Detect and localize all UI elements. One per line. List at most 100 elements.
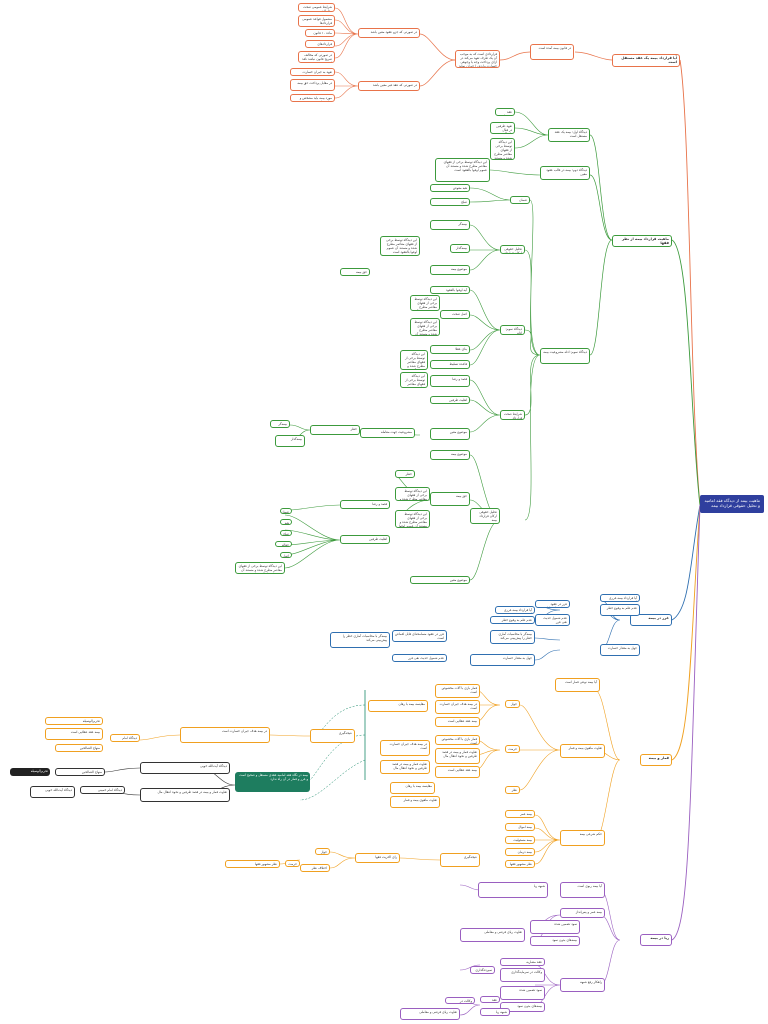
leaf[interactable]: اهلیت طرفین — [430, 396, 470, 404]
topic-usury[interactable]: ربا در بیمه — [640, 934, 672, 946]
leaf[interactable]: بیمه‌های بدون سود — [500, 1002, 545, 1012]
leaf[interactable]: در صورتی که مخالف صریح قانون نباشد نافذ … — [298, 51, 335, 63]
leaf[interactable]: خطر — [310, 425, 360, 435]
leaf[interactable]: در مقابل پرداخت حق بیمه — [290, 79, 335, 91]
node-i[interactable]: تحلیل حقوقی ارکان قرارداد بیمه — [470, 508, 500, 524]
leaf[interactable]: عدم علم به وقوع خطر — [600, 604, 640, 616]
leaf[interactable]: اهلیت طرفین — [340, 535, 390, 544]
leaf[interactable]: وکالت در سرمایه‌گذاری — [445, 997, 475, 1004]
leaf[interactable]: صلح — [430, 198, 470, 206]
node-p[interactable]: شبهه ربا — [478, 882, 548, 898]
leaf[interactable]: سود تضمین شده — [500, 986, 545, 1000]
leaf[interactable]: موضوع معین — [430, 428, 470, 440]
leaf[interactable]: در بیمه هدف جبران خسارت است — [435, 700, 480, 714]
node-k[interactable]: دیدگاه آیت‌الله خویی — [140, 762, 230, 774]
leaf[interactable]: خطر — [395, 470, 415, 478]
node-y[interactable]: جواز — [505, 700, 520, 708]
node-view-3[interactable]: دیدگاه سوم: ادله مشروعیت بیمه — [540, 348, 590, 364]
leaf[interactable]: بیمه‌گر — [430, 220, 470, 230]
node-f[interactable]: دیدگاه سوم: ادله مشروعیت بیمه — [500, 325, 525, 335]
node-p[interactable]: آیا بیمه ربوی است — [560, 882, 605, 898]
leaf[interactable]: منهاج الصالحین — [55, 744, 103, 752]
leaf[interactable]: تعهد به جبران خسارت — [290, 68, 335, 76]
leaf[interactable]: موضوع بیمه — [430, 265, 470, 275]
node-g[interactable]: شرایط صحت قرارداد — [500, 410, 525, 420]
node-definition[interactable]: قراردادی است که به موجب آن یک طرف تعهد م… — [455, 50, 500, 68]
leaf[interactable]: سپرده‌گذاری — [470, 966, 495, 974]
leaf[interactable]: بیمه‌گذار — [275, 435, 305, 447]
leaf[interactable]: شرایط عمومی صحت معاملات — [298, 3, 335, 12]
leaf[interactable]: آیه اوفوا بالعقود — [430, 286, 470, 294]
node-y[interactable]: تفاوت ماهوی بیمه و قمار — [560, 744, 605, 758]
leaf[interactable]: این دیدگاه توسط برخی از فقهای معاصر مطرح… — [410, 318, 440, 336]
node-y[interactable]: نتیجه‌گیری — [310, 729, 355, 743]
node-e[interactable]: تحلیل حقوقی ارکان قرارداد بیمه — [500, 245, 525, 254]
leaf[interactable]: بیمه عقد عقلایی است — [45, 728, 103, 740]
leaf[interactable]: قاعده تسلیط — [430, 360, 470, 369]
node-p[interactable]: راهکار رفع شبهه — [560, 978, 605, 992]
topic-gambling[interactable]: قمار و بیمه — [640, 754, 672, 766]
leaf[interactable]: دیدگاه امام خمینی — [80, 786, 125, 794]
leaf[interactable]: تحریرالوسیله — [45, 717, 103, 725]
leaf[interactable]: موضوع بیمه — [430, 450, 470, 460]
leaf[interactable]: بیمه‌گذار — [450, 244, 470, 253]
leaf[interactable]: این دیدگاه توسط برخی از فقهای معاصر مطرح… — [235, 562, 285, 574]
leaf[interactable]: حرمت — [285, 860, 300, 867]
leaf[interactable]: عدم شمول حدیث نفی غرر — [392, 654, 447, 662]
leaf[interactable]: جعاله — [275, 541, 292, 547]
node-innominate-contract[interactable]: در صورتی که عقد غیر معین باشد — [358, 81, 420, 91]
node-y[interactable]: رای اکثریت فقها — [355, 853, 400, 863]
leaf[interactable]: بیمه مسئولیت — [505, 836, 535, 844]
leaf[interactable]: صلح — [280, 530, 292, 536]
leaf[interactable]: عقد مضاربه — [500, 958, 545, 966]
leaf-dark[interactable]: تحریرالوسیله — [10, 768, 50, 776]
leaf[interactable]: شبهه ربا — [480, 1008, 510, 1016]
leaf[interactable]: مقایسه بیمه با رهان — [390, 782, 435, 794]
leaf[interactable]: مشمول قواعد عمومی قراردادها — [298, 15, 335, 27]
leaf[interactable]: بیمه عقد عقلایی است — [435, 766, 480, 778]
leaf[interactable]: تفاوت قمار و بیمه در قصد طرفین و نحوه ان… — [435, 748, 480, 764]
leaf[interactable]: هبه معوض — [280, 519, 292, 525]
node-h[interactable]: مشروعیت جهت معامله — [360, 428, 415, 438]
leaf[interactable]: نظر مشهور فقها — [505, 860, 535, 868]
node-b[interactable]: بیمه‌گر با محاسبات آماری خطر را پیش‌بینی… — [490, 630, 535, 644]
leaf[interactable]: در بیمه هدف جبران خسارت است — [380, 740, 430, 756]
node-insurance-law[interactable]: در قانون بیمه آمده است — [530, 44, 574, 60]
leaf[interactable]: این دیدگاه توسط برخی از فقهای معاصر مطرح… — [395, 487, 430, 501]
leaf[interactable]: این دیدگاه توسط برخی از فقهای معاصر مطرح… — [435, 158, 490, 182]
leaf[interactable]: اصل صحت — [440, 310, 470, 319]
leaf[interactable]: قصد و رضا — [430, 375, 470, 387]
leaf[interactable]: تفاوت قمار و بیمه در قصد طرفین و نحوه ان… — [380, 760, 430, 774]
topic-independent-contract[interactable]: آیا قرارداد بیمه یک عقد مستقل است — [612, 54, 680, 67]
leaf[interactable]: بیمه‌گر با محاسبات آماری خطر را پیش‌بینی… — [330, 632, 390, 648]
leaf[interactable]: بیمه درمان — [505, 848, 535, 856]
node-b[interactable]: آیا قرارداد بیمه غرری است — [495, 606, 535, 614]
conclusion-highlight[interactable]: بیمه در نگاه فقه امامیه عقدی مستقل و صحی… — [235, 772, 310, 792]
leaf[interactable]: این دیدگاه توسط برخی از فقهای معاصر مطرح… — [395, 510, 430, 528]
node-y[interactable]: دیدگاه امام خمینی — [110, 734, 140, 742]
leaf[interactable]: بیمه عمر — [505, 810, 535, 818]
leaf[interactable]: وکالت در سرمایه‌گذاری — [500, 968, 545, 982]
node-b[interactable]: عدم علم به وقوع خطر — [490, 616, 535, 624]
node-y[interactable]: نتیجه‌گیری — [440, 853, 480, 867]
leaf[interactable]: تفاوت ربای قرضی و معاملی — [460, 928, 525, 942]
node-view-2[interactable]: دیدگاه دوم: بیمه در قالب عقود معین — [540, 166, 590, 180]
node-y[interactable]: حرمت — [505, 745, 520, 753]
leaf[interactable]: حق بیمه — [430, 492, 470, 506]
leaf[interactable]: عقد مستقل است — [495, 108, 515, 116]
node-view-1[interactable]: دیدگاه اول: بیمه یک عقد مستقل است — [548, 128, 590, 142]
node-k[interactable]: تفاوت قمار و بیمه در قصد طرفین و نحوه ان… — [140, 788, 230, 802]
node-nominate-contract[interactable]: در صورتی که جزو عقود معین باشد — [358, 28, 420, 38]
leaf[interactable]: ماده ۱۰ قانون مدنی — [305, 29, 335, 37]
leaf[interactable]: هبه معوض — [430, 184, 470, 192]
leaf[interactable]: عقد مضاربه — [480, 996, 500, 1003]
leaf[interactable]: مورد بیمه باید مشخص و معلوم باشد — [290, 94, 335, 102]
leaf[interactable]: منهاج الصالحین — [55, 768, 105, 776]
leaf[interactable]: این دیدگاه توسط برخی از فقهای معاصر مطرح… — [380, 236, 420, 256]
leaf[interactable]: آیا بیمه نوعی قمار است — [555, 678, 600, 692]
leaf[interactable]: جواز — [315, 848, 330, 855]
leaf[interactable]: بیمه عقد عقلایی است — [435, 717, 480, 727]
leaf[interactable]: قصد و رضا — [340, 500, 390, 509]
leaf[interactable]: تفاوت ربای قرضی و معاملی — [400, 1008, 460, 1020]
leaf[interactable]: قراردادهای خصوصی — [305, 40, 335, 48]
